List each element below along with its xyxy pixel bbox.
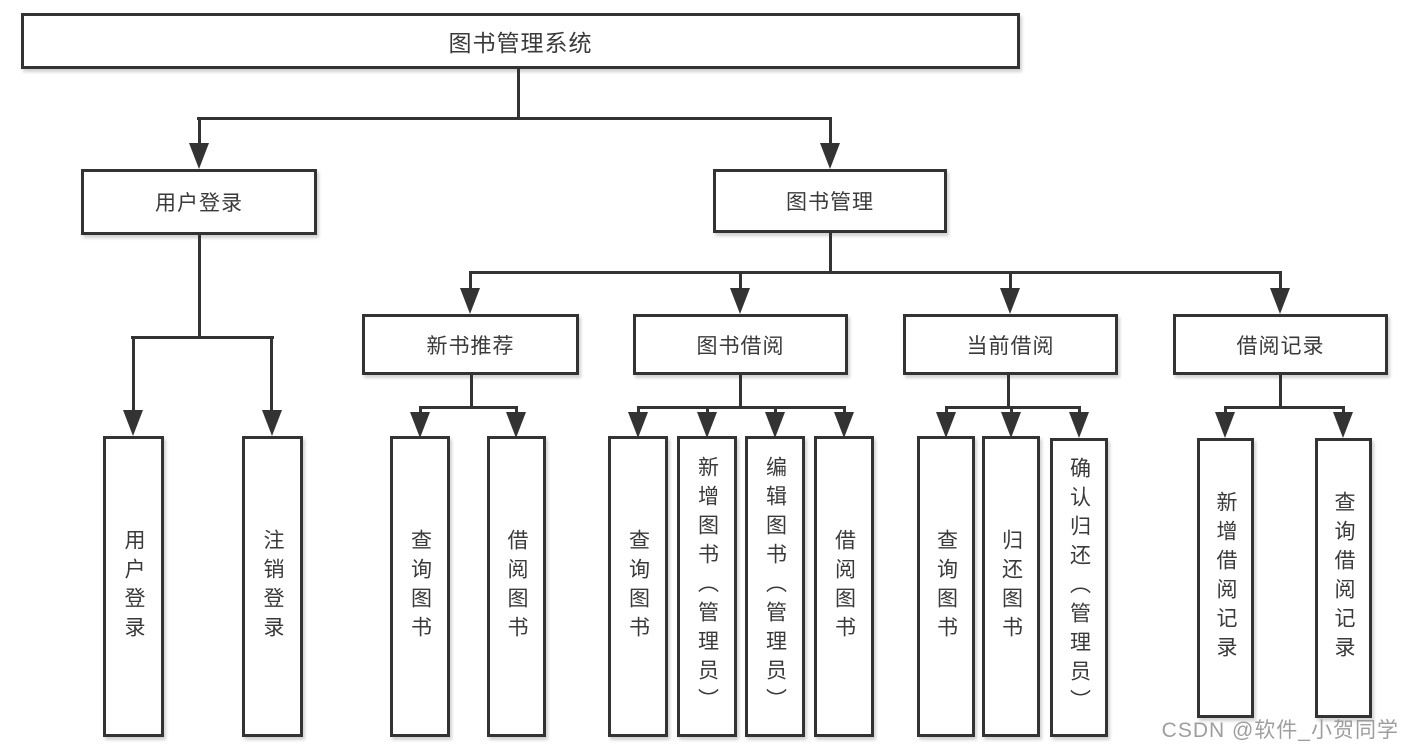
node-current-confirm-return-admin: 确认归还（管理员）: [1050, 438, 1108, 737]
node-borrow-query-books-label: 查询图书: [626, 528, 650, 645]
csdn-watermark: CSDN @软件_小贺同学: [1161, 719, 1399, 742]
connector-line: [1224, 406, 1227, 415]
node-records-query-record: 查询借阅记录: [1315, 438, 1372, 718]
connector-line: [131, 336, 274, 339]
node-borrow-edit-books-admin: 编辑图书（管理员）: [745, 436, 805, 737]
arrowhead-down: [123, 410, 143, 436]
connector-line: [469, 271, 1282, 274]
node-current-query-books: 查询图书: [917, 436, 975, 737]
connector-line: [1007, 373, 1010, 409]
connector-line: [1078, 406, 1081, 415]
arrowhead-down: [1001, 412, 1021, 438]
node-recommend-query-books-label: 查询图书: [408, 528, 432, 645]
arrowhead-down: [936, 412, 956, 438]
connector-line: [637, 406, 845, 409]
connector-line: [945, 406, 948, 415]
connector-line: [270, 336, 273, 412]
connector-line: [829, 231, 832, 273]
arrowhead-down: [189, 143, 209, 169]
connector-line: [1279, 271, 1282, 290]
node-logout-label: 注销登录: [261, 528, 284, 645]
node-login-label: 用户登录: [122, 528, 145, 645]
node-records-add-record-label: 新增借阅记录: [1214, 491, 1237, 665]
node-logout: 注销登录: [242, 436, 303, 737]
node-borrow-query-books: 查询图书: [608, 436, 668, 737]
node-current-borrowing: 当前借阅: [903, 314, 1118, 375]
connector-line: [706, 406, 709, 415]
node-borrowing-records: 借阅记录: [1173, 314, 1388, 375]
arrowhead-down: [820, 143, 840, 169]
connector-line: [469, 271, 472, 290]
node-borrow-edit-books-admin-label: 编辑图书（管理员）: [763, 456, 787, 717]
node-recommend-borrow-books-label: 借阅图书: [505, 528, 528, 645]
node-borrow-borrow-books: 借阅图书: [814, 436, 874, 737]
arrowhead-down: [1069, 412, 1089, 438]
connector-line: [774, 406, 777, 415]
node-current-return-books: 归还图书: [982, 436, 1040, 737]
arrowhead-down: [1215, 412, 1235, 438]
arrowhead-down: [730, 288, 750, 314]
node-login: 用户登录: [103, 436, 164, 737]
connector-line: [470, 373, 473, 409]
arrowhead-down: [1270, 288, 1290, 314]
node-current-return-books-label: 归还图书: [999, 528, 1023, 645]
connector-line: [517, 67, 520, 118]
connector-line: [1224, 406, 1344, 409]
node-borrow-add-books-admin: 新增图书（管理员）: [677, 436, 737, 737]
arrowhead-down: [697, 412, 717, 438]
node-root: 图书管理系统: [21, 13, 1020, 69]
node-current-query-books-label: 查询图书: [934, 528, 958, 645]
connector-line: [843, 406, 846, 415]
node-recommend-borrow-books: 借阅图书: [487, 436, 546, 737]
node-records-add-record: 新增借阅记录: [1197, 438, 1254, 718]
node-book-borrowing: 图书借阅: [633, 314, 848, 375]
connector-line: [198, 117, 201, 146]
connector-line: [515, 406, 518, 415]
arrowhead-down: [410, 412, 430, 438]
connector-line: [419, 406, 517, 409]
node-borrow-add-books-admin-label: 新增图书（管理员）: [695, 456, 719, 717]
arrowhead-down: [765, 412, 785, 438]
connector-line: [198, 233, 201, 337]
connector-line: [637, 406, 640, 415]
node-recommend-query-books: 查询图书: [390, 436, 450, 737]
connector-line: [419, 406, 422, 415]
connector-line: [1009, 271, 1012, 290]
connector-line: [739, 373, 742, 409]
arrowhead-down: [1333, 412, 1353, 438]
node-current-confirm-return-admin-label: 确认归还（管理员）: [1067, 457, 1091, 718]
connector-line: [132, 336, 135, 412]
arrowhead-down: [628, 412, 648, 438]
node-user-login: 用户登录: [81, 169, 317, 235]
node-new-book-recommend: 新书推荐: [362, 314, 579, 375]
arrowhead-down: [1000, 288, 1020, 314]
arrowhead-down: [262, 410, 282, 436]
node-borrow-borrow-books-label: 借阅图书: [832, 528, 856, 645]
node-records-query-record-label: 查询借阅记录: [1332, 491, 1355, 665]
connector-line: [1010, 406, 1013, 415]
connector-line: [1342, 406, 1345, 415]
node-book-management: 图书管理: [713, 169, 947, 233]
connector-line: [197, 117, 832, 120]
arrowhead-down: [834, 412, 854, 438]
arrowhead-down: [460, 288, 480, 314]
connector-line: [739, 271, 742, 290]
arrowhead-down: [506, 412, 526, 438]
connector-line: [1279, 373, 1282, 409]
connector-line: [829, 117, 832, 146]
